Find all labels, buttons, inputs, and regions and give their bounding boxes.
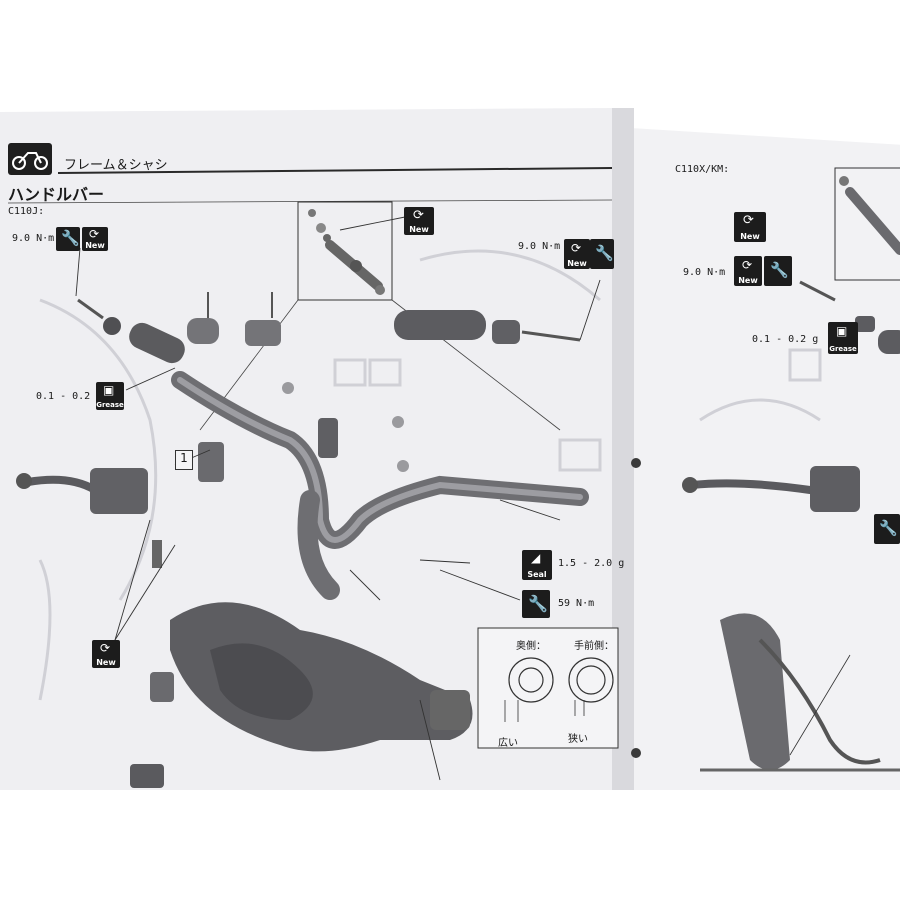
grease-icon: ▣ Grease bbox=[828, 322, 858, 354]
new-part-icon: ⟳ New bbox=[564, 239, 590, 269]
seal-label: Seal bbox=[527, 570, 547, 579]
new-label: New bbox=[96, 658, 116, 667]
right-inset-box bbox=[834, 167, 900, 281]
new-label: New bbox=[738, 276, 758, 285]
section-header: フレーム＆シャシ bbox=[64, 158, 168, 173]
wrench-icon: 🔧 bbox=[590, 239, 614, 269]
seal-amount: 1.5 - 2.0 g bbox=[558, 558, 625, 569]
wrench-icon: 🔧 bbox=[764, 256, 792, 286]
clamp-torque: 59 N·m bbox=[558, 598, 595, 609]
gutter-shadow bbox=[612, 108, 634, 792]
right-page-parts bbox=[682, 176, 900, 772]
new-label: New bbox=[85, 241, 105, 250]
torque-spec-right: 9.0 N·m bbox=[518, 241, 561, 252]
right-page bbox=[630, 128, 900, 790]
handle-cover bbox=[170, 602, 473, 752]
binder-hole bbox=[631, 748, 641, 758]
page-title: ハンドルバー bbox=[8, 185, 105, 204]
new-part-icon: ⟳ New bbox=[734, 256, 762, 286]
grease-amount: 0.1 - 0.2 g bbox=[36, 391, 103, 402]
right-grip bbox=[394, 310, 581, 344]
inset-parts bbox=[308, 209, 385, 295]
cover-part bbox=[430, 690, 470, 730]
inset-back-side: 奥側： bbox=[516, 641, 546, 652]
grease-icon: ▣ Grease bbox=[96, 382, 124, 410]
new-label: New bbox=[740, 232, 760, 241]
brake-lever bbox=[16, 468, 162, 568]
clamps bbox=[187, 292, 281, 346]
right-torque: 9.0 N·m bbox=[683, 267, 726, 278]
model-code: C110J: bbox=[8, 206, 45, 217]
inset-wide: 広い bbox=[498, 738, 518, 749]
new-part-icon: ⟳ New bbox=[92, 640, 120, 668]
wrench-icon: 🔧 bbox=[874, 514, 900, 544]
washer bbox=[392, 416, 404, 428]
leader-lines bbox=[75, 216, 601, 781]
inset-box-top bbox=[297, 201, 393, 301]
new-label: New bbox=[567, 259, 587, 268]
grease-label: Grease bbox=[96, 401, 124, 409]
motorcycle-icon bbox=[8, 143, 52, 175]
washer bbox=[282, 382, 294, 394]
lower-background bbox=[0, 790, 900, 900]
throttle-housing bbox=[198, 442, 224, 482]
inset-narrow: 狭い bbox=[568, 734, 588, 745]
handle-cover-detail bbox=[210, 643, 313, 720]
left-grip bbox=[77, 298, 185, 364]
grease-label: Grease bbox=[829, 345, 857, 353]
figure-number: 1 bbox=[175, 450, 193, 470]
inset-box-bottom bbox=[477, 627, 619, 749]
new-part-icon: ⟳ New bbox=[404, 207, 434, 235]
right-grease-amount: 0.1 - 0.2 g bbox=[752, 334, 819, 345]
binder-hole bbox=[631, 458, 641, 468]
bar-end-weight bbox=[318, 418, 338, 458]
right-model-code: C110X/KM: bbox=[675, 164, 730, 175]
new-part-icon: ⟳ New bbox=[734, 212, 766, 242]
ghost-print bbox=[38, 249, 822, 701]
inset-front-side: 手前側： bbox=[574, 641, 614, 652]
seal-icon: ◢ Seal bbox=[522, 550, 552, 580]
header-rule bbox=[57, 167, 613, 174]
new-part-icon: ⟳ New bbox=[82, 227, 108, 251]
handlebar-stem bbox=[297, 490, 340, 600]
washer bbox=[397, 460, 409, 472]
switch-block bbox=[130, 764, 164, 788]
new-label: New bbox=[409, 225, 429, 234]
switch-block bbox=[150, 672, 174, 702]
left-page bbox=[0, 108, 626, 790]
wrench-icon: 🔧 bbox=[56, 227, 80, 251]
inset-rings bbox=[504, 657, 614, 722]
handlebar-highlight bbox=[177, 377, 583, 543]
wrench-icon: 🔧 bbox=[522, 590, 550, 618]
torque-spec-left: 9.0 N·m bbox=[12, 233, 55, 244]
